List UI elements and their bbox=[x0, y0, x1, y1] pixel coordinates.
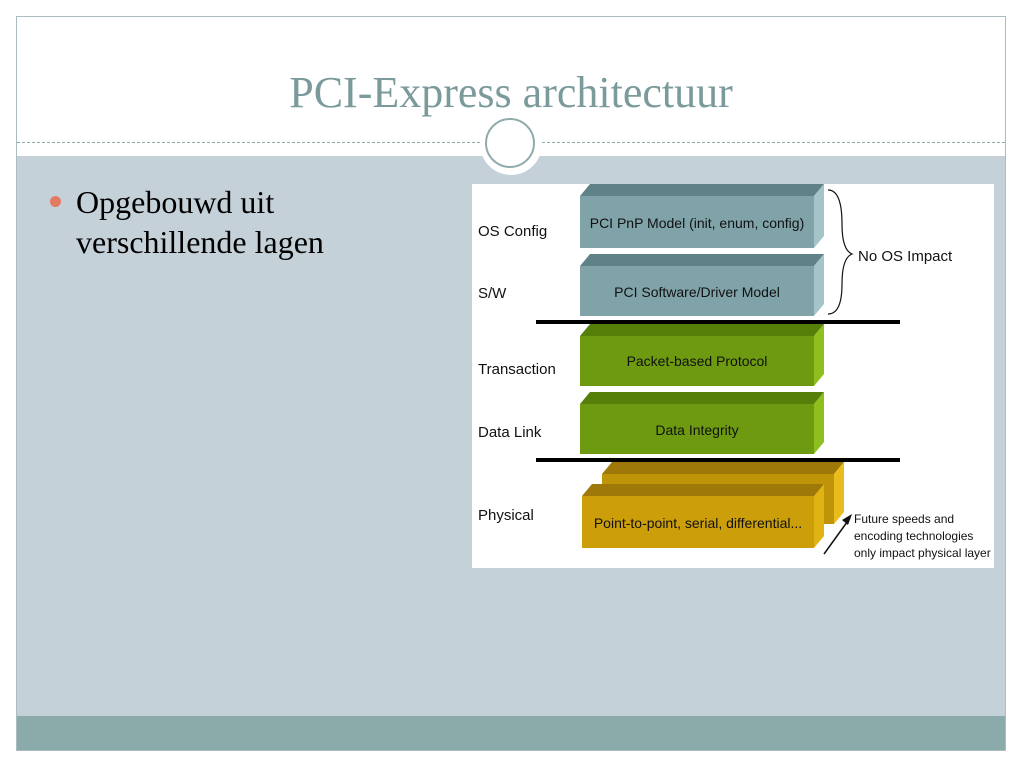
block-packet-face bbox=[580, 336, 814, 386]
block-physical-back-top bbox=[602, 462, 844, 474]
block-pnp-side bbox=[814, 184, 824, 248]
future-arrow-head-icon bbox=[842, 514, 852, 525]
future-note-line-2: encoding technologies bbox=[854, 529, 973, 543]
block-integrity-text: Data Integrity bbox=[655, 422, 738, 438]
block-physical: Point-to-point, serial, differential... bbox=[582, 484, 824, 548]
block-packet-text: Packet-based Protocol bbox=[627, 353, 768, 369]
block-packet-top bbox=[580, 324, 824, 336]
block-pnp-top bbox=[580, 184, 824, 196]
brace-icon bbox=[827, 189, 854, 315]
future-arrow-line bbox=[823, 517, 851, 555]
block-integrity-side bbox=[814, 392, 824, 454]
block-pnp-model: PCI PnP Model (init, enum, config) bbox=[580, 184, 824, 248]
diagram-svg: OS Config S/W Transaction Data Link Phys… bbox=[478, 184, 991, 560]
block-packet-side bbox=[814, 324, 824, 386]
block-sw-top bbox=[580, 254, 824, 266]
block-integrity-face bbox=[580, 404, 814, 454]
layer-label-transaction: Transaction bbox=[478, 361, 556, 378]
block-physical-text: Point-to-point, serial, differential... bbox=[594, 515, 802, 531]
layer-label-sw: S/W bbox=[478, 285, 507, 302]
bullet-item: Opgebouwd uit verschillende lagen bbox=[76, 184, 324, 260]
block-sw-text: PCI Software/Driver Model bbox=[614, 284, 780, 300]
future-note-line-1: Future speeds and bbox=[854, 512, 954, 526]
block-packet-protocol: Packet-based Protocol bbox=[580, 324, 824, 386]
layer-label-physical: Physical bbox=[478, 507, 534, 524]
block-sw-side bbox=[814, 254, 824, 316]
layer-label-data-link: Data Link bbox=[478, 424, 542, 441]
block-pnp-text: PCI PnP Model (init, enum, config) bbox=[590, 215, 805, 231]
layer-label-os-config: OS Config bbox=[478, 223, 547, 240]
block-sw-face bbox=[580, 266, 814, 316]
future-note-line-3: only impact physical layer bbox=[854, 546, 991, 560]
block-integrity-top bbox=[580, 392, 824, 404]
block-physical-side bbox=[814, 484, 824, 548]
block-data-integrity: Data Integrity bbox=[580, 392, 824, 454]
block-software-driver: PCI Software/Driver Model bbox=[580, 254, 824, 316]
slide-title: PCI-Express architectuur bbox=[289, 68, 733, 117]
block-physical-top bbox=[582, 484, 824, 496]
brace-label: No OS Impact bbox=[858, 248, 953, 265]
block-physical-back-side bbox=[834, 462, 844, 524]
slide-footer-bar bbox=[17, 716, 1005, 750]
block-pnp-face bbox=[580, 196, 814, 248]
divider-ring-icon bbox=[485, 118, 535, 168]
block-physical-face bbox=[582, 496, 814, 548]
pcie-layer-diagram: OS Config S/W Transaction Data Link Phys… bbox=[472, 184, 994, 568]
bullet-dot-icon bbox=[50, 196, 61, 207]
